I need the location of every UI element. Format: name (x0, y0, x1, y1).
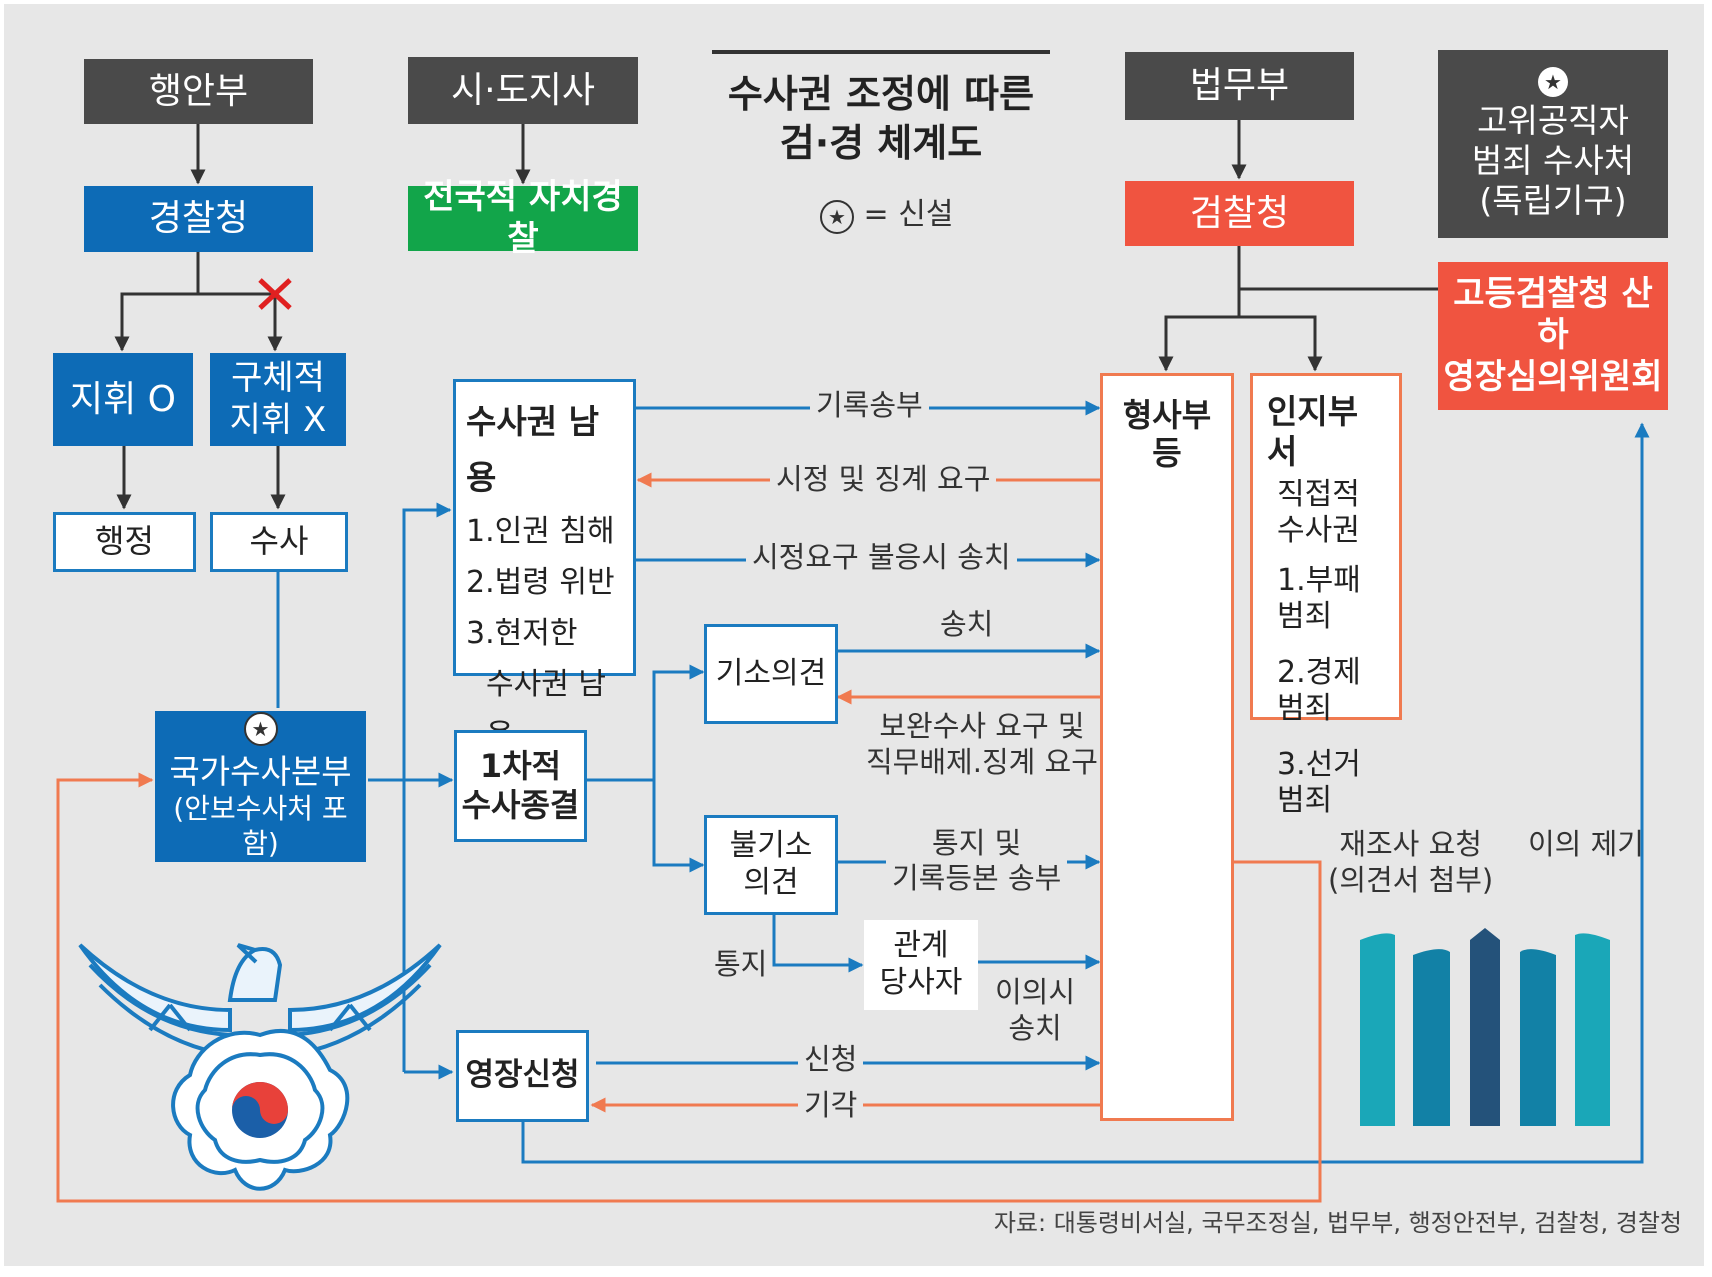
label-correction-demand: 시정 및 징계 요구 (770, 462, 997, 497)
objection-refer-line-2: 송치 (1008, 1011, 1062, 1046)
warrant-committee-box: 고등검찰청 산하 영장심의위원회 (1438, 262, 1668, 410)
arrow-notify-parties (772, 915, 864, 973)
page-title-line-2: 검·경 체계도 (779, 121, 983, 166)
command-x-box: 구체적 지휘 X (210, 353, 346, 446)
indict-box: 기소의견 (704, 624, 838, 724)
autonomous-police-box: 전국적 자치경찰 (408, 177, 638, 259)
parties-line-2: 당사자 (879, 965, 963, 1000)
label-supplement: 보완수사 요구 및 직무배제.징계 요구 (866, 708, 1098, 781)
cognizance-sub-2: 수사권 (1277, 513, 1360, 549)
arrow-closure-nonindict (652, 780, 705, 873)
label-objection: 이의 제기 (1528, 827, 1644, 861)
non-indict-line-1: 불기소 (729, 828, 813, 864)
parties-box: 관계 당사자 (864, 920, 978, 1010)
committee-line-2: 영장심의위원회 (1443, 356, 1663, 397)
label-reject: 기각 (798, 1088, 864, 1123)
cognizance-item-1: 1.부패범죄 (1277, 563, 1361, 635)
police-emblem-icon (78, 943, 442, 1191)
committee-line-1: 고등검찰청 산하 (1453, 273, 1653, 356)
nib-box: ★ 국가수사본부 (안보수사처 포함) (155, 711, 366, 862)
parties-line-1: 관계 (893, 928, 949, 964)
arrow-reinvestigation (56, 772, 1322, 1203)
abuse-item-3: 3.현저한 (466, 616, 578, 652)
nib-line-2: (안보수사처 포함) (173, 792, 348, 860)
abuse-box: 수사권 남용 1.인권 침해 2.법령 위반 3.현저한 수사권 남용 (453, 379, 636, 753)
source-note: 자료: 대통령비서실, 국무조정실, 법무부, 행정안전부, 검찰청, 경찰청 (993, 1209, 1682, 1237)
abuse-title: 수사권 남용 (466, 402, 599, 498)
cognizance-box: 인지부서 직접적 수사권 1.부패범죄 2.경제범죄 3.선거범죄 (1250, 373, 1402, 818)
label-objection-refer: 이의시 송치 (995, 974, 1075, 1047)
criminal-line-2: 등 (1152, 434, 1182, 473)
command-x-line-1: 구체적 (231, 358, 325, 399)
new-star-icon: ★ (1538, 66, 1568, 97)
label-record-transfer: 기록송부 (810, 388, 929, 423)
command-x-line-2: 지휘 X (229, 399, 327, 440)
cognizance-title: 인지부서 (1267, 392, 1359, 471)
warrant-box: 영장신청 (456, 1030, 589, 1122)
nib-line-1: 국가수사본부 (169, 752, 352, 792)
label-apply: 신청 (798, 1042, 864, 1077)
taegeuk-icon (232, 1082, 288, 1138)
arrow-pros-criminal (1158, 246, 1241, 372)
objection-refer-line-1: 이의시 (995, 975, 1076, 1009)
governor-box: 시·도지사 (408, 57, 638, 124)
arrow-pros-cognizance (1239, 315, 1323, 372)
cognizance-sub-1: 직접적 (1277, 477, 1360, 513)
prosecution-building-icon (1360, 928, 1610, 1126)
label-notify-transfer: 통지 및 기록등본 송부 (886, 826, 1068, 896)
admin-box: 행정 (53, 512, 196, 572)
reinvestigation-line-2: (의견서 첨부) (1328, 863, 1494, 898)
new-star-icon: ★ (243, 712, 278, 747)
police-agency-box: 경찰청 (84, 186, 313, 252)
page-title: 수사권 조정에 따른 검·경 체계도 (712, 70, 1050, 169)
first-closure-box: 1차적 수사종결 (454, 730, 587, 842)
label-refer: 송치 (940, 607, 994, 641)
abuse-item-2: 2.법령 위반 (466, 565, 615, 601)
cognizance-item-2: 2.경제범죄 (1277, 655, 1361, 727)
legend: ★ = 신설 (820, 196, 953, 234)
closure-line-1: 1차적 (479, 746, 562, 785)
prosecution-box: 검찰청 (1125, 181, 1354, 246)
cio-line-1: 고위공직자 (1477, 100, 1629, 140)
criminal-dept-box: 형사부 등 (1100, 373, 1234, 1121)
arrow-police-command-o (114, 252, 200, 352)
command-o-box: 지휘 O (53, 353, 193, 446)
arrow-closure-indict (587, 664, 705, 782)
moj-box: 법무부 (1125, 52, 1354, 120)
notify-transfer-line-1: 통지 및 (932, 826, 1022, 860)
new-star-icon: ★ (820, 200, 854, 234)
label-notify: 통지 (714, 947, 768, 981)
cio-line-3: (독립기구) (1479, 181, 1627, 221)
arrow-to-abuse (402, 502, 452, 1072)
arrow-warrant-committee (521, 422, 1650, 1164)
investigation-box: 수사 (210, 512, 348, 572)
page-title-line-1: 수사권 조정에 따른 (727, 72, 1035, 116)
supplement-line-1: 보완수사 요구 및 (879, 709, 1085, 743)
supplement-line-2: 직무배제.징계 요구 (866, 745, 1098, 780)
no-command-x-mark (258, 278, 292, 310)
label-reinvestigation: 재조사 요청 (의견서 첨부) (1328, 826, 1493, 899)
reinvestigation-line-1: 재조사 요청 (1339, 827, 1482, 861)
cio-line-2: 범죄 수사처 (1471, 140, 1635, 180)
cio-box: ★ 고위공직자 범죄 수사처 (독립기구) (1438, 50, 1668, 238)
non-indict-line-2: 의견 (743, 865, 799, 900)
criminal-line-1: 형사부 (1122, 396, 1212, 434)
abuse-item-1: 1.인권 침해 (466, 514, 615, 550)
moi-box: 행안부 (84, 59, 313, 124)
closure-line-2: 수사종결 (461, 786, 580, 824)
cognizance-item-3: 3.선거범죄 (1277, 747, 1361, 819)
label-refer-noncompliance: 시정요구 불응시 송치 (746, 540, 1017, 575)
notify-transfer-line-2: 기록등본 송부 (892, 860, 1062, 895)
non-indict-box: 불기소 의견 (704, 815, 838, 915)
legend-text: = 신설 (863, 197, 954, 232)
